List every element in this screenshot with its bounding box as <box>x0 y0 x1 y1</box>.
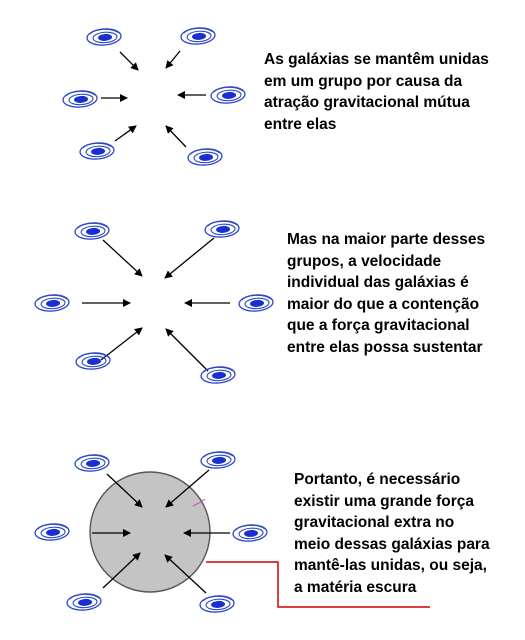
caption-line: Mas na maior parte desses <box>287 231 486 248</box>
caption-line: que a força gravitacional <box>287 317 470 334</box>
caption-line: maior do que a contenção <box>287 295 480 313</box>
arrow-icon <box>165 328 209 372</box>
speck <box>192 498 206 507</box>
spiral-galaxy-icon <box>33 522 71 542</box>
caption-dark-matter: Portanto, é necessário existir uma grand… <box>294 469 490 598</box>
spiral-galaxy-icon <box>179 26 217 46</box>
spiral-galaxy-icon <box>199 450 237 470</box>
caption-line: a matéria escura <box>294 578 417 596</box>
spiral-galaxy-icon <box>186 147 224 167</box>
spiral-galaxy-icon <box>85 27 123 47</box>
spiral-galaxy-icon <box>78 141 116 161</box>
spiral-galaxy-icon <box>237 293 275 313</box>
caption-line: entre elas possa sustentar <box>287 338 483 356</box>
dark-matter-sphere <box>89 471 211 593</box>
arrow-icon <box>165 125 187 148</box>
arrow-icon <box>114 125 137 142</box>
arrow-icon <box>119 51 139 71</box>
caption-line: Portanto, é necessário <box>294 471 461 488</box>
spiral-galaxy-icon <box>73 453 111 473</box>
arrow-icon <box>102 552 141 589</box>
spiral-galaxy-icon <box>73 221 111 241</box>
arrow-icon <box>165 469 210 508</box>
caption-line: gravitacional extra no <box>294 514 455 531</box>
spiral-galaxy-icon <box>33 293 71 313</box>
caption-line: grupos, a velocidade <box>287 252 442 270</box>
arrow-icon <box>100 327 143 361</box>
spiral-galaxy-icon <box>231 523 269 543</box>
panel-high-velocity <box>33 219 275 385</box>
arrow-icon <box>102 239 143 277</box>
spiral-galaxy-icon <box>65 592 103 612</box>
caption-line: As galáxias se mantêm unidas <box>264 51 489 68</box>
caption-high-velocity: Mas na maior parte desses grupos, a velo… <box>287 229 485 358</box>
spiral-galaxy-icon <box>61 89 99 109</box>
spiral-galaxy-icon <box>209 85 247 105</box>
caption-line: atração gravitacional mútua <box>264 94 470 111</box>
spiral-galaxy-icon <box>203 219 241 239</box>
arrow-icon <box>106 473 143 508</box>
arrow-icon <box>165 50 181 69</box>
panel-mutual-attraction <box>61 26 247 167</box>
caption-line: meio dessas galáxias para <box>294 535 490 553</box>
caption-line: existir uma grande força <box>294 492 475 510</box>
caption-line: em um grupo por causa da <box>264 72 463 90</box>
pointer-line <box>206 561 430 608</box>
panel-dark-matter <box>33 450 430 614</box>
spiral-galaxy-icon <box>198 594 236 614</box>
caption-line: mantê-las unidas, ou seja, <box>294 557 487 574</box>
caption-mutual-attraction: As galáxias se mantêm unidas em um grupo… <box>264 49 489 135</box>
arrow-icon <box>164 554 207 594</box>
spiral-galaxy-icon <box>74 351 112 371</box>
caption-line: entre elas <box>264 115 337 133</box>
arrow-icon <box>164 237 215 279</box>
caption-line: individual das galáxias é <box>287 274 469 291</box>
